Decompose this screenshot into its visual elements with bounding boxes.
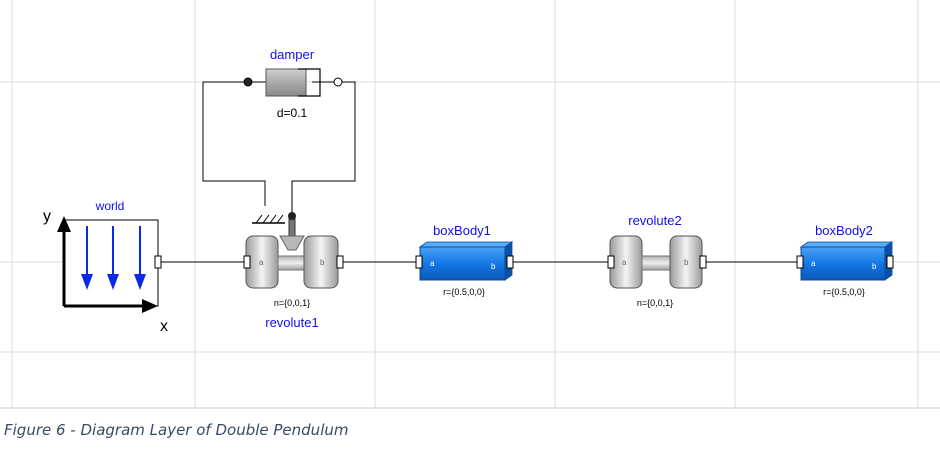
boxbody1-port-a-label: a (430, 259, 435, 268)
revolute1-port-a-label: a (259, 258, 264, 267)
boxbody1-component[interactable]: boxBody1 a b r={0.5,0,0} (415, 223, 514, 297)
world-component[interactable]: world y x (43, 199, 168, 335)
world-label: world (95, 199, 125, 213)
world-y-axis-label: y (43, 208, 51, 225)
world-frame-connector[interactable] (154, 255, 162, 269)
damper-param: d=0.1 (277, 106, 308, 120)
boxbody2-body (800, 246, 886, 281)
boxbody2-label: boxBody2 (815, 223, 873, 238)
diagram-canvas[interactable]: world y x damper (0, 0, 940, 410)
diagram-svg: world y x damper (0, 0, 940, 409)
damper-component[interactable]: damper d=0.1 (243, 47, 343, 120)
gravity-arrows-icon (81, 226, 146, 290)
boxbody1-label: boxBody1 (433, 223, 491, 238)
world-y-arrowhead (57, 216, 71, 232)
boxbody2-component[interactable]: boxBody2 a b r={0.5,0,0} (796, 223, 894, 297)
revolute2-port-a-label: a (622, 258, 627, 267)
grid (0, 0, 940, 408)
boxbody1-frame-b[interactable] (506, 255, 514, 269)
damper-label: damper (270, 47, 315, 62)
figure-caption: Figure 6 - Diagram Layer of Double Pendu… (4, 421, 349, 439)
boxbody1-param: r={0.5,0,0} (443, 287, 485, 297)
world-x-axis-label: x (160, 318, 168, 335)
connections (161, 81, 797, 263)
boxbody2-port-b-label: b (872, 262, 877, 271)
boxbody1-port-b-label: b (491, 262, 496, 271)
boxbody1-top-face (418, 241, 514, 248)
world-x-arrowhead (142, 299, 158, 313)
revolute2-label: revolute2 (628, 213, 681, 228)
boxbody1-body (419, 246, 506, 281)
boxbody2-frame-a[interactable] (796, 255, 804, 269)
damper-piston (265, 68, 307, 97)
damper-flange-a[interactable] (243, 77, 253, 87)
revolute1-param: n={0,0,1} (274, 298, 310, 308)
boxbody2-port-a-label: a (811, 259, 816, 268)
revolute1-axis-flange[interactable] (288, 212, 296, 220)
revolute2-param: n={0,0,1} (637, 298, 673, 308)
revolute1-support-icon (252, 214, 285, 224)
boxbody2-frame-b[interactable] (886, 255, 894, 269)
boxbody2-param: r={0.5,0,0} (823, 287, 865, 297)
revolute2-component[interactable]: revolute2 a b n={0,0,1} (607, 213, 707, 308)
boxbody1-frame-a[interactable] (415, 255, 423, 269)
damper-flange-b[interactable] (333, 77, 343, 87)
revolute2-frame-b[interactable] (699, 255, 707, 269)
revolute2-frame-a[interactable] (607, 255, 615, 269)
revolute2-axle (641, 255, 671, 271)
revolute1-bearing (279, 235, 305, 251)
revolute1-port-b-label: b (320, 258, 325, 267)
revolute1-component[interactable]: a b n={0,0,1} revolute1 (243, 212, 344, 330)
world-frame (63, 219, 159, 307)
revolute1-frame-b[interactable] (336, 255, 344, 269)
revolute1-frame-a[interactable] (243, 255, 251, 269)
revolute1-label: revolute1 (265, 315, 318, 330)
revolute1-axle (277, 255, 305, 271)
revolute2-port-b-label: b (684, 258, 689, 267)
boxbody2-top-face (799, 241, 894, 248)
